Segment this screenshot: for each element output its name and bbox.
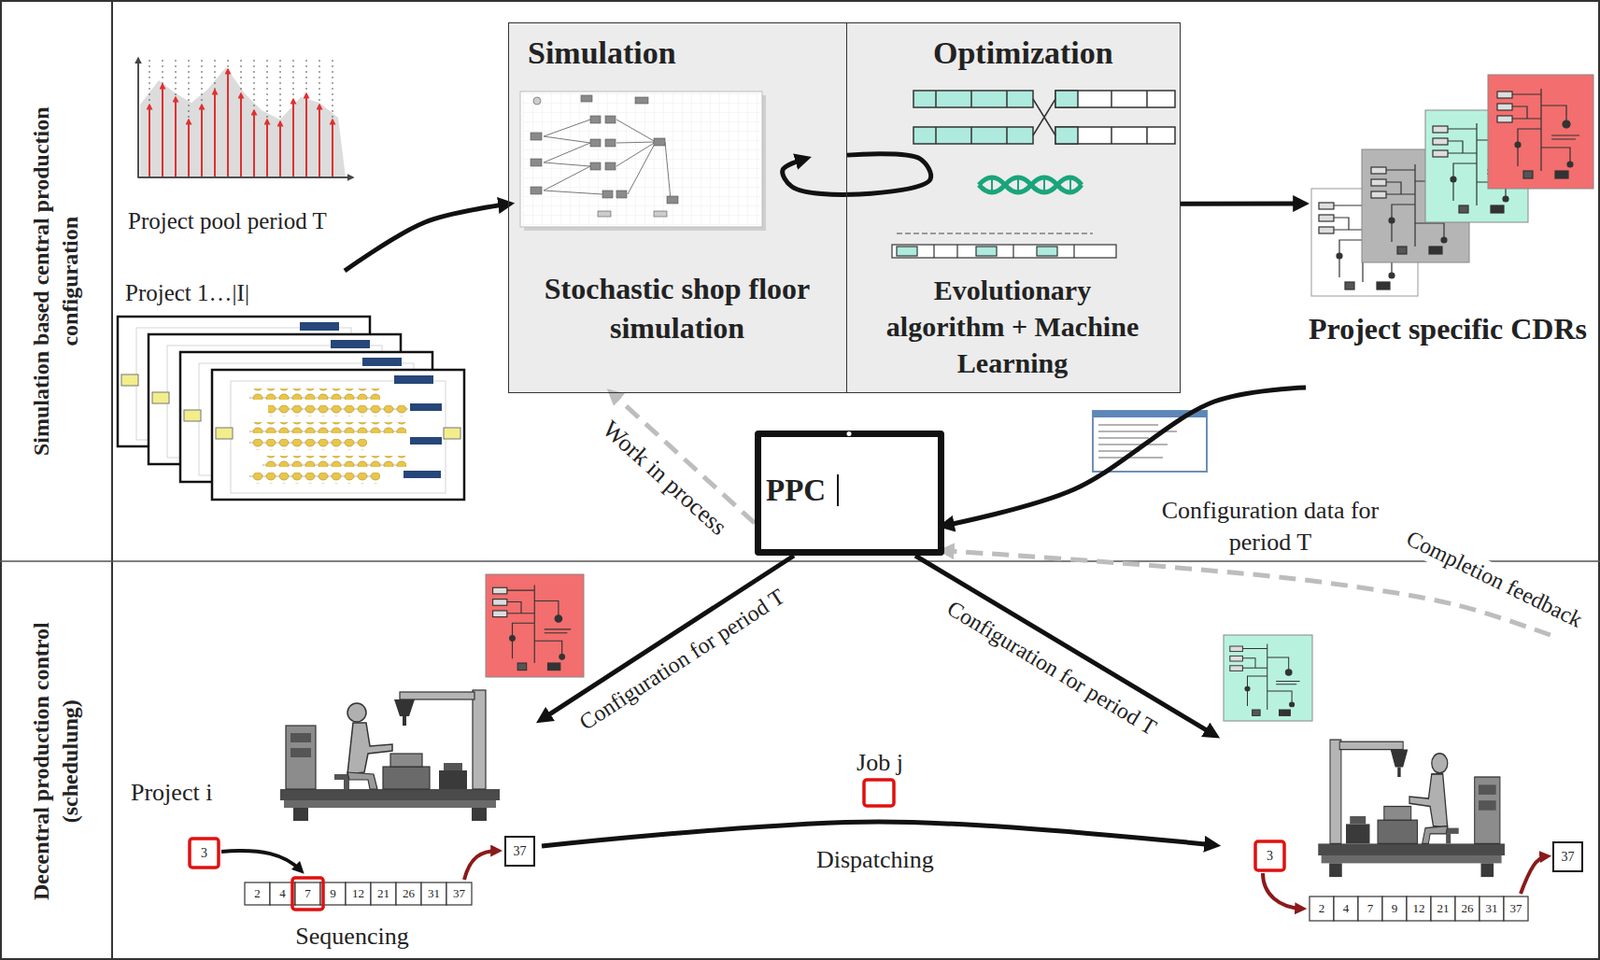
queue-number: 12 [1406, 896, 1431, 921]
band-title: Decentral production control (schedulung… [27, 621, 85, 902]
project-stack: Project 1…|I| [113, 270, 469, 505]
flow-arrow [541, 821, 1215, 847]
queue-number: 2 [1309, 896, 1334, 921]
band-header: Simulation based central production conf… [0, 0, 113, 562]
job-label: Job j [833, 747, 927, 779]
queue-number: 7 [1358, 896, 1383, 921]
queue-number: 21 [370, 882, 397, 906]
queue-number: 37 [1503, 896, 1529, 921]
flow-arrow [1180, 201, 1303, 207]
ppc-tablet: PPC [754, 430, 945, 556]
queue-number: 2 [244, 882, 270, 906]
edge-label: Work in process [593, 411, 737, 545]
simulation-screenshot [520, 91, 766, 231]
queues [189, 779, 1583, 921]
stack-caption: Project 1…|I| [125, 278, 331, 310]
text-cursor [836, 474, 839, 507]
queue-number: 4 [269, 882, 296, 906]
chromosomes [892, 90, 1176, 258]
flow-arrow [915, 555, 1215, 736]
stack-caption: Project specific CDRs [1302, 310, 1593, 350]
panel-caption: Stochastic shop floor simulation [518, 269, 836, 348]
job-number: 3 [189, 838, 219, 868]
project-pool-chart: Project pool period T [121, 51, 365, 239]
project-label: Project i [130, 777, 262, 809]
workstation: Project i 3 37Sequencing [121, 681, 542, 955]
loop-arrow [782, 154, 932, 196]
optimization-panel: OptimizationEvolutionary algorithm + Mac… [847, 22, 1181, 394]
sim-opt-panel [508, 22, 1181, 394]
job-number: 37 [505, 836, 535, 866]
panel-heading: Optimization [933, 32, 1167, 74]
queue-number: 37 [446, 882, 472, 906]
band-title: Simulation based central production conf… [27, 47, 85, 515]
queue-number: 31 [1479, 896, 1504, 921]
queue-number: 7 [295, 882, 321, 906]
flow-arrow [344, 204, 509, 271]
panel-heading: Simulation [527, 32, 827, 74]
cdr-stack: Project specific CDRs [1302, 65, 1593, 388]
queue-number: 26 [1455, 896, 1480, 921]
queue-number: 4 [1333, 896, 1359, 921]
project-documents [117, 316, 465, 500]
queue-number: 31 [421, 882, 447, 906]
rule-cards [1311, 74, 1594, 297]
band-header: Decentral production control (schedulung… [0, 561, 113, 960]
flow-arrow [541, 555, 794, 720]
edge-label: Dispatching [812, 845, 938, 877]
queue-number: 9 [320, 882, 346, 906]
panel-caption: Evolutionary algorithm + Machine Learnin… [872, 271, 1153, 382]
job-number: 3 [1255, 841, 1285, 871]
job-number: 37 [1553, 842, 1583, 872]
workstations [280, 574, 1505, 878]
edge-label: Completion feedback [1398, 523, 1590, 637]
queue-number: 9 [1382, 896, 1407, 921]
tablet-text: PPC [765, 470, 907, 511]
queue-number: 21 [1430, 896, 1456, 921]
edge-label: Configuration for period T [570, 580, 793, 738]
queue-number: 26 [396, 882, 422, 906]
demand-chart [138, 57, 354, 178]
edge-label: Configuration for period T [938, 592, 1165, 744]
chart-caption: Project pool period T [127, 206, 362, 238]
queue-number: 12 [345, 882, 371, 906]
config-caption: Configuration data for period T [1130, 495, 1411, 559]
workstation: 3 37 [1214, 635, 1584, 935]
simulation-panel: SimulationStochastic shop floor simulati… [508, 22, 848, 394]
step-label: Sequencing [275, 920, 429, 953]
